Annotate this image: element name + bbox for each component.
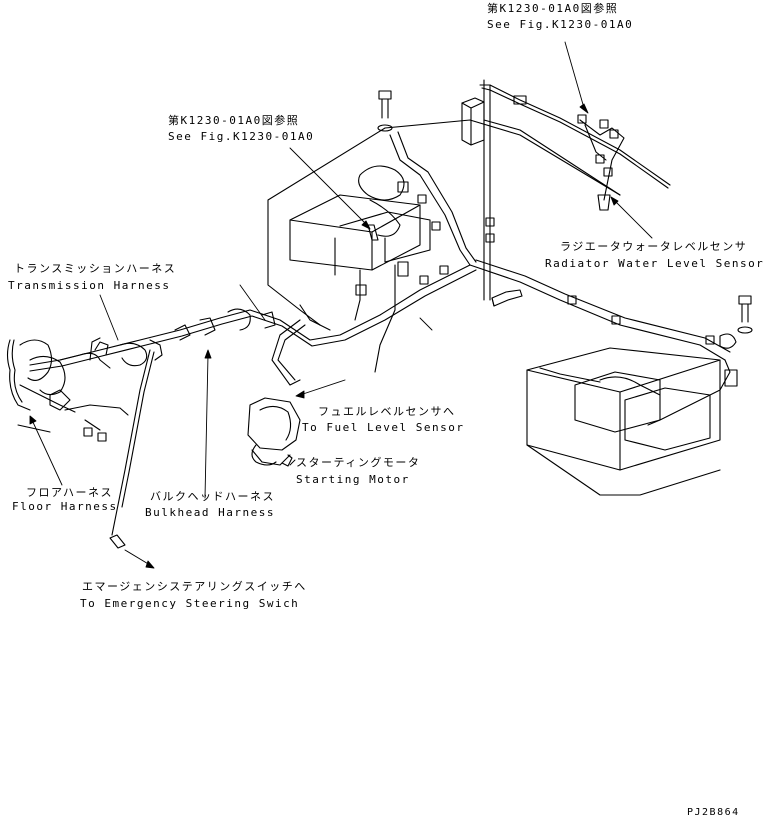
relay-box <box>461 97 621 196</box>
floor-harness-label-en: Floor Harness <box>12 500 118 513</box>
harness-radiator-run <box>479 79 671 301</box>
emergency-switch-label-jp: エマージェンシステアリングスイッチへ <box>82 580 307 593</box>
transmission-harness-label-en: Transmission Harness <box>8 279 171 292</box>
bulkhead-harness-label-en: Bulkhead Harness <box>145 506 275 519</box>
radiator-sensor-label-en: Radiator Water Level Sensor <box>545 257 765 270</box>
drawing-code: PJ2B864 <box>687 807 740 818</box>
floor-harness-label-jp: フロアハーネス <box>26 486 114 499</box>
radiator-sensor-label-jp: ラジエータウォータレベルセンサ <box>560 240 748 253</box>
ref-label-top-jp: 第K1230-01A0図参照 <box>487 2 619 15</box>
transmission-harness-body <box>6 308 276 549</box>
upper-connectors <box>355 165 737 349</box>
ref-label-mid-en: See Fig.K1230-01A0 <box>168 130 315 143</box>
transmission-harness-label-jp: トランスミッションハーネス <box>14 262 177 275</box>
leader-lines <box>29 41 653 569</box>
bolt-mid <box>491 289 523 307</box>
ref-label-mid-jp: 第K1230-01A0図参照 <box>168 114 300 127</box>
bolt-upper <box>377 90 393 132</box>
bulkhead-harness-label-jp: バルクヘッドハーネス <box>150 490 275 503</box>
battery-lower <box>526 347 721 496</box>
harness-battery-drop <box>539 359 738 426</box>
fuel-sensor-label-jp: フュエルレベルセンサへ <box>318 405 456 418</box>
emergency-switch-label-en: To Emergency Steering Swich <box>80 597 300 610</box>
starting-motor-label-jp: スターティングモータ <box>296 456 421 469</box>
fuel-sensor-label-en: To Fuel Level Sensor <box>302 421 465 434</box>
ref-label-top-en: See Fig.K1230-01A0 <box>487 18 634 31</box>
main-harness <box>29 131 731 386</box>
frame-outline <box>267 119 621 331</box>
bolt-right <box>737 295 753 334</box>
starting-motor <box>247 397 301 467</box>
starting-motor-label-en: Starting Motor <box>296 473 410 486</box>
battery-upper <box>289 194 431 276</box>
